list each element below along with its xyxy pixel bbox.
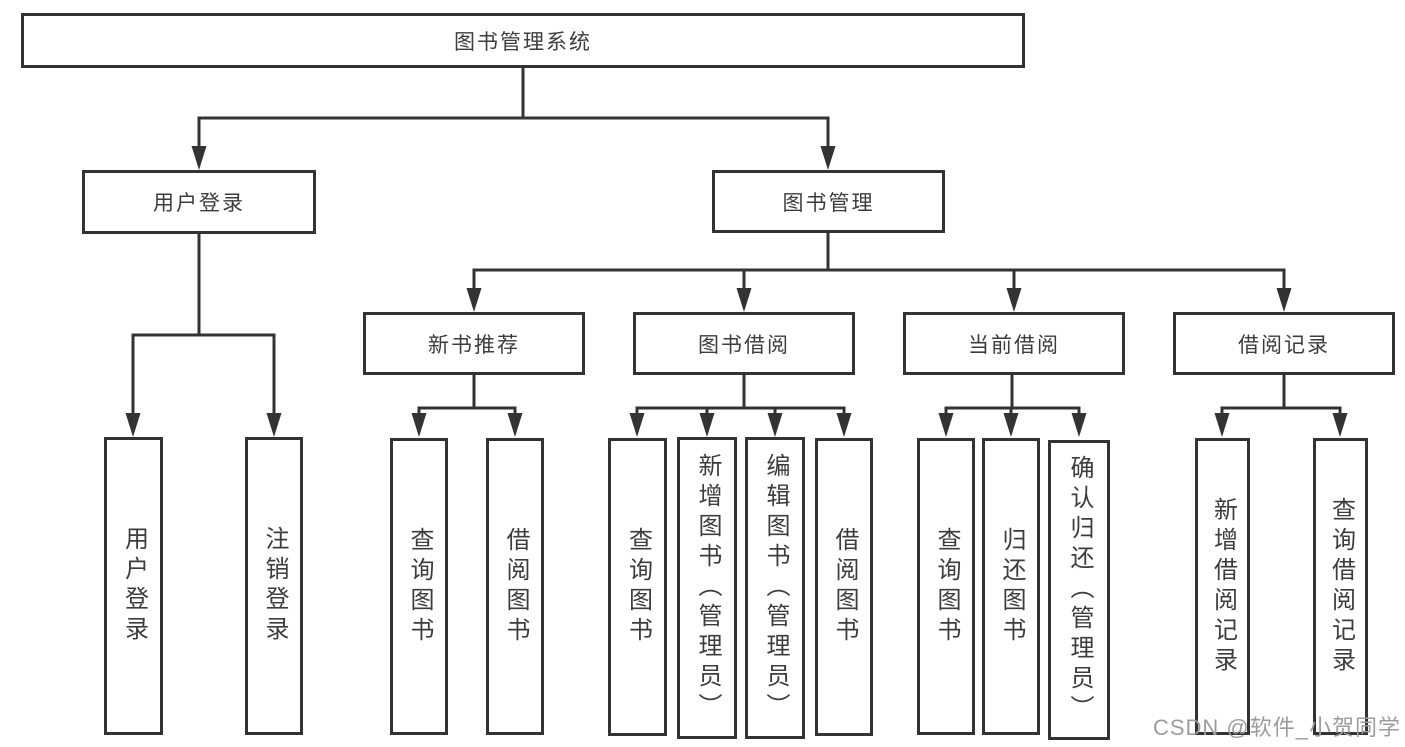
leaf-recommend-borrow-books: 借阅图书 xyxy=(486,438,544,735)
leaf-user-login: 用户登录 xyxy=(104,437,163,735)
node-book-management: 图书管理 xyxy=(712,170,945,233)
leaf-borrow-query-books: 查询图书 xyxy=(608,438,667,736)
leaf-return-books: 归还图书 xyxy=(982,438,1040,735)
node-library-management-system: 图书管理系统 xyxy=(21,13,1025,68)
node-user-login: 用户登录 xyxy=(82,170,316,234)
node-borrow-records: 借阅记录 xyxy=(1173,312,1395,375)
node-current-borrow: 当前借阅 xyxy=(903,312,1125,375)
leaf-confirm-return-admin: 确认归还（管理员） xyxy=(1048,440,1110,740)
leaf-query-borrow-record: 查询借阅记录 xyxy=(1313,438,1368,735)
leaf-recommend-query-books: 查询图书 xyxy=(390,438,448,735)
leaf-add-books-admin: 新增图书（管理员） xyxy=(677,437,737,739)
csdn-watermark: CSDN @软件_小贺同学 xyxy=(1152,715,1401,740)
leaf-add-borrow-record: 新增借阅记录 xyxy=(1195,438,1250,735)
leaf-edit-books-admin: 编辑图书（管理员） xyxy=(745,437,805,739)
node-book-borrow: 图书借阅 xyxy=(633,312,855,375)
leaf-logout-login: 注销登录 xyxy=(245,437,303,735)
leaf-current-query-books: 查询图书 xyxy=(917,438,975,735)
leaf-borrow-books: 借阅图书 xyxy=(815,438,873,736)
node-new-book-recommend: 新书推荐 xyxy=(363,312,585,375)
